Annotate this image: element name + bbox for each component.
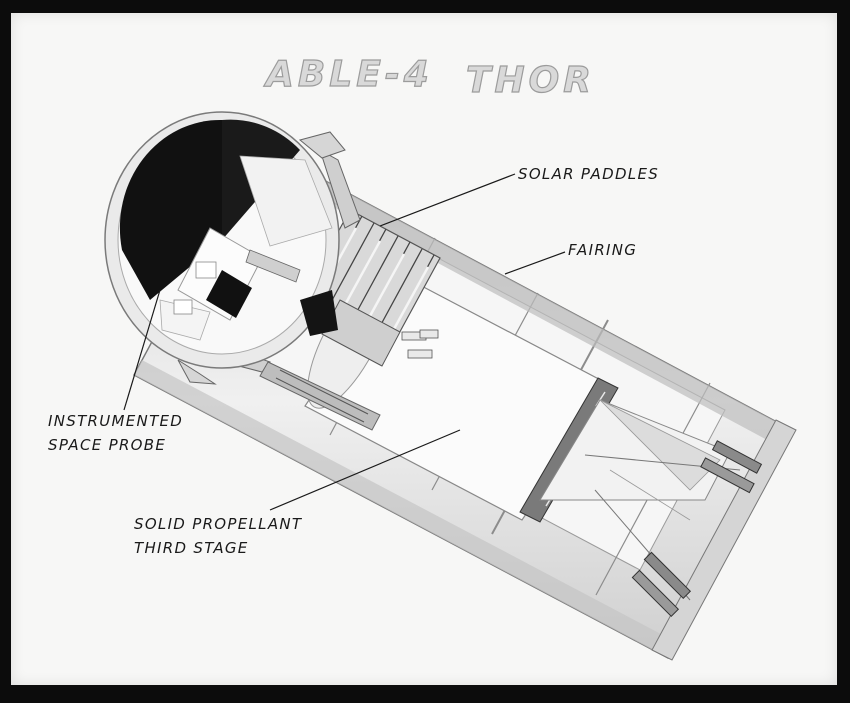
support-struts xyxy=(177,131,381,431)
leader-fairing xyxy=(504,251,566,275)
label-solar-paddles: SOLAR PADDLES xyxy=(518,165,660,183)
label-stage-line2: THIRD STAGE xyxy=(134,539,249,557)
leader-third-stage xyxy=(269,429,461,511)
diagram-title-thor: THOR xyxy=(465,59,596,101)
label-fairing: FAIRING xyxy=(568,241,638,259)
leader-space-probe xyxy=(123,289,161,411)
label-instrumented-space-probe: INSTRUMENTED SPACE PROBE xyxy=(48,409,183,457)
diagram-title-able4: ABLE-4 xyxy=(265,53,433,95)
label-solid-propellant-third-stage: SOLID PROPELLANT THIRD STAGE xyxy=(134,512,302,560)
leader-solar-paddles xyxy=(379,173,516,227)
label-stage-line1: SOLID PROPELLANT xyxy=(134,515,303,533)
label-probe-line1: INSTRUMENTED xyxy=(48,412,184,430)
nose-dome xyxy=(104,111,340,369)
interstage-cone xyxy=(539,399,763,618)
label-probe-line2: SPACE PROBE xyxy=(48,436,167,454)
